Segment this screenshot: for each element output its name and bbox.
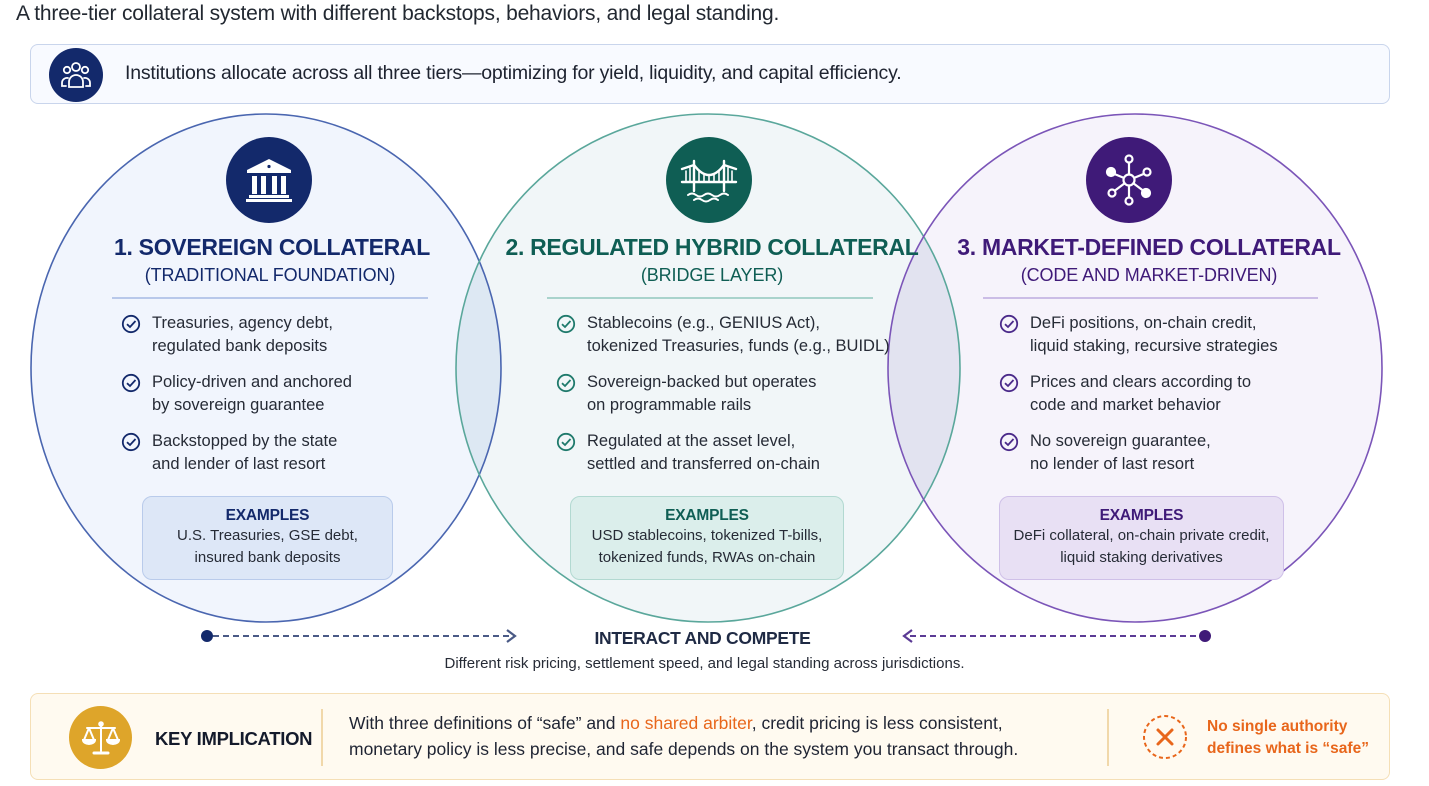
tier-1-subtitle: (TRADITIONAL FOUNDATION) xyxy=(144,265,396,285)
key-implication-panel: KEY IMPLICATION With three definitions o… xyxy=(30,693,1390,780)
bank-building-icon xyxy=(226,137,312,223)
tier-1-bullets: Treasuries, agency debt,regulated bank d… xyxy=(121,312,352,489)
check-circle-icon xyxy=(121,314,141,334)
check-circle-icon xyxy=(999,314,1019,334)
key-note: No single authority defines what is “saf… xyxy=(1207,718,1369,757)
check-circle-icon xyxy=(121,373,141,393)
left-arrow xyxy=(201,629,517,643)
tier-1-bullet: Treasuries, agency debt,regulated bank d… xyxy=(121,312,352,358)
tier-3-divider xyxy=(983,297,1318,299)
check-circle-icon xyxy=(556,314,576,334)
right-arrow xyxy=(902,629,1211,643)
balance-scale-icon xyxy=(69,706,132,769)
check-circle-icon xyxy=(999,373,1019,393)
tier-2-bullet: Regulated at the asset level,settled and… xyxy=(556,430,890,476)
tier-3-bullet: No sovereign guarantee,no lender of last… xyxy=(999,430,1278,476)
tier-2-bullet: Stablecoins (e.g., GENIUS Act),tokenized… xyxy=(556,312,890,358)
allocation-banner: Institutions allocate across all three t… xyxy=(30,44,1390,104)
tier-2-examples: EXAMPLES USD stablecoins, tokenized T-bi… xyxy=(570,496,844,580)
network-nodes-icon xyxy=(1086,137,1172,223)
examples-heading: EXAMPLES xyxy=(225,507,310,524)
tier-2-circle xyxy=(456,114,960,622)
diagram-subtitle: A three-tier collateral system with diff… xyxy=(16,2,780,25)
people-group-icon xyxy=(49,48,103,102)
tier-3-subtitle: (CODE AND MARKET-DRIVEN) xyxy=(1020,265,1278,285)
tier-1-examples: EXAMPLES U.S. Treasuries, GSE debt, insu… xyxy=(142,496,393,580)
tier-2-subtitle: (BRIDGE LAYER) xyxy=(640,265,784,285)
banner-text: Institutions allocate across all three t… xyxy=(125,62,902,84)
x-circle-icon xyxy=(1143,715,1187,759)
bridge-icon xyxy=(666,137,752,223)
tier-3-title: 3. MARKET-DEFINED COLLATERAL xyxy=(957,234,1341,260)
key-implication-label: KEY IMPLICATION xyxy=(155,728,313,749)
tier-1-title: 1. SOVEREIGN COLLATERAL xyxy=(114,234,430,260)
interact-title: INTERACT AND COMPETE xyxy=(594,628,811,648)
tier-2-bullets: Stablecoins (e.g., GENIUS Act),tokenized… xyxy=(556,312,890,489)
tier-3-bullet: DeFi positions, on-chain credit,liquid s… xyxy=(999,312,1278,358)
divider xyxy=(1107,709,1109,766)
tier-3-circle xyxy=(888,114,1382,622)
check-circle-icon xyxy=(556,432,576,452)
key-implication-text: With three definitions of “safe” and no … xyxy=(349,713,1019,759)
tier-2-divider xyxy=(547,297,873,299)
tier-2-title: 2. REGULATED HYBRID COLLATERAL xyxy=(505,234,919,260)
highlight-no-shared-arbiter: no shared arbiter xyxy=(620,713,752,733)
divider xyxy=(321,709,323,766)
tier-1-divider xyxy=(112,297,428,299)
check-circle-icon xyxy=(556,373,576,393)
check-circle-icon xyxy=(999,432,1019,452)
tier-3-bullets: DeFi positions, on-chain credit,liquid s… xyxy=(999,312,1278,489)
check-circle-icon xyxy=(121,432,141,452)
tier-1-circle xyxy=(31,114,501,622)
tier-3-examples: EXAMPLES DeFi collateral, on-chain priva… xyxy=(999,496,1284,580)
interact-subtitle: Different risk pricing, settlement speed… xyxy=(444,655,965,672)
examples-heading: EXAMPLES xyxy=(665,507,749,524)
examples-heading: EXAMPLES xyxy=(1099,507,1184,524)
